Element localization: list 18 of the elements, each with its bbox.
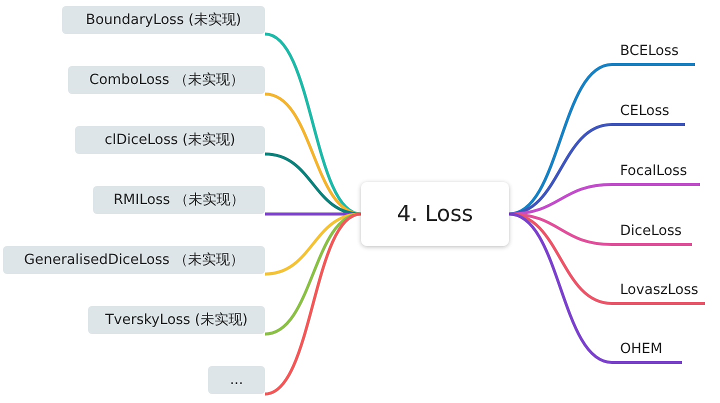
branch-box: ...	[208, 366, 265, 394]
branch-box: clDiceLoss (未实现)	[75, 126, 265, 154]
branch-label: LovaszLoss	[612, 281, 705, 305]
branch-label: DiceLoss	[612, 222, 692, 246]
branch-label: FocalLoss	[612, 162, 700, 186]
branch-box: ComboLoss （未实现）	[68, 66, 265, 94]
connector-line	[508, 212, 612, 364]
branch-label: BCELoss	[612, 42, 695, 66]
branch-box: TverskyLoss (未实现)	[88, 306, 265, 334]
connector-line	[264, 32, 362, 216]
topic-box: 4. Loss	[361, 182, 509, 246]
branch-box: BoundaryLoss (未实现)	[62, 6, 265, 34]
branch-box: GeneralisedDiceLoss （未实现）	[3, 246, 265, 274]
connector-line	[264, 212, 362, 396]
branch-label: CELoss	[612, 102, 685, 126]
branch-label: OHEM	[612, 340, 682, 364]
branch-box: RMILoss （未实现）	[93, 186, 265, 214]
connector-line	[264, 212, 362, 336]
